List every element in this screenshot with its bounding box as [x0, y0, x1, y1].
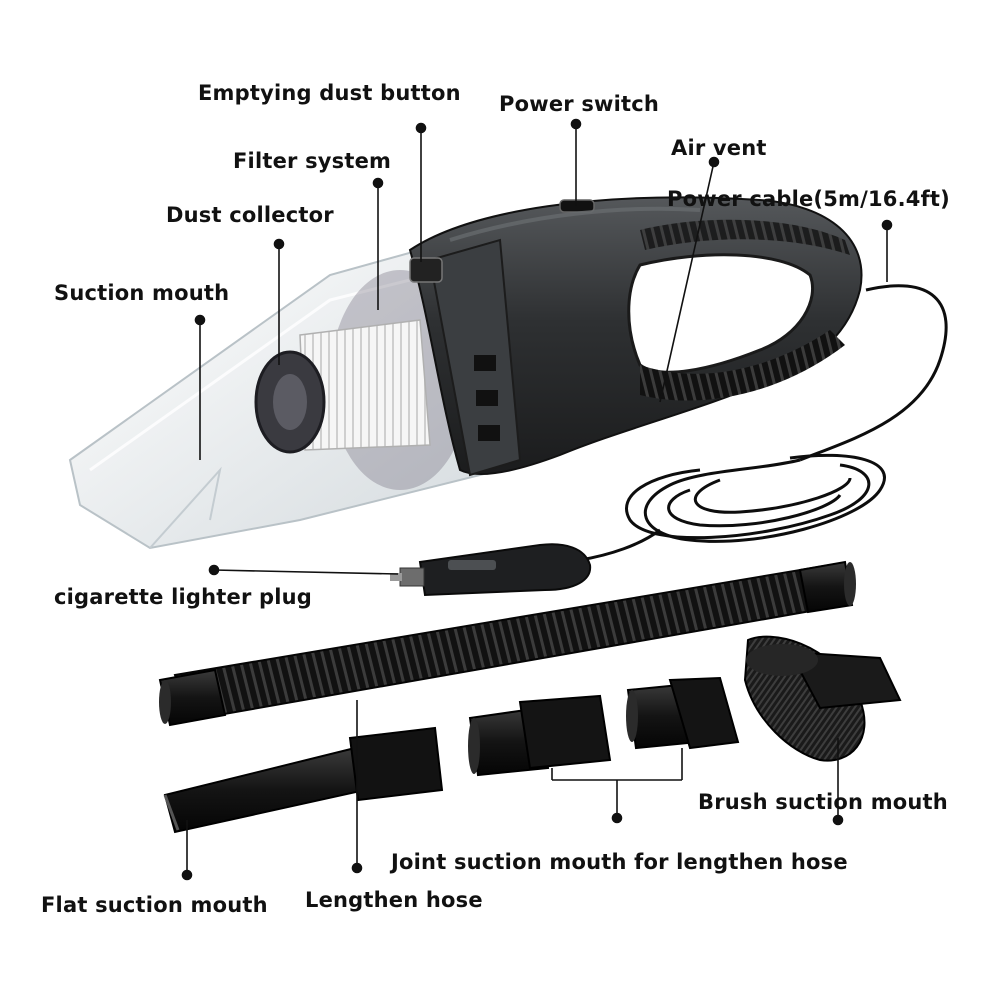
- label-lengthen-hose: Lengthen hose: [305, 888, 483, 912]
- cigarette-lighter-plug: [390, 543, 592, 597]
- label-power-switch: Power switch: [499, 92, 660, 116]
- joint-suction-mouth-2: [626, 676, 740, 750]
- label-flat-suction-mouth: Flat suction mouth: [41, 893, 268, 917]
- filter-cartridge: [254, 319, 431, 454]
- label-air-vent: Air vent: [671, 136, 767, 160]
- lengthen-hose: [158, 560, 856, 727]
- label-brush-suction-mouth: Brush suction mouth: [698, 790, 948, 814]
- leader-lines: [181, 118, 893, 881]
- label-joint-suction-mouth: Joint suction mouth for lengthen hose: [391, 850, 848, 874]
- label-cigarette-lighter-plug: cigarette lighter plug: [54, 585, 313, 609]
- label-filter-system: Filter system: [233, 149, 392, 173]
- label-dust-collector: Dust collector: [166, 203, 334, 227]
- label-emptying-dust-button: Emptying dust button: [198, 81, 461, 105]
- flat-suction-mouth: [163, 726, 444, 834]
- label-power-cable: Power cable(5m/16.4ft): [667, 187, 950, 211]
- brush-suction-mouth: [743, 635, 902, 762]
- label-suction-mouth: Suction mouth: [54, 281, 230, 305]
- power-switch-shape: [559, 199, 595, 213]
- emptying-dust-button-shape: [409, 257, 443, 283]
- joint-suction-mouth-1: [468, 694, 612, 777]
- power-cable: [579, 284, 948, 562]
- vacuum-body: [68, 196, 863, 550]
